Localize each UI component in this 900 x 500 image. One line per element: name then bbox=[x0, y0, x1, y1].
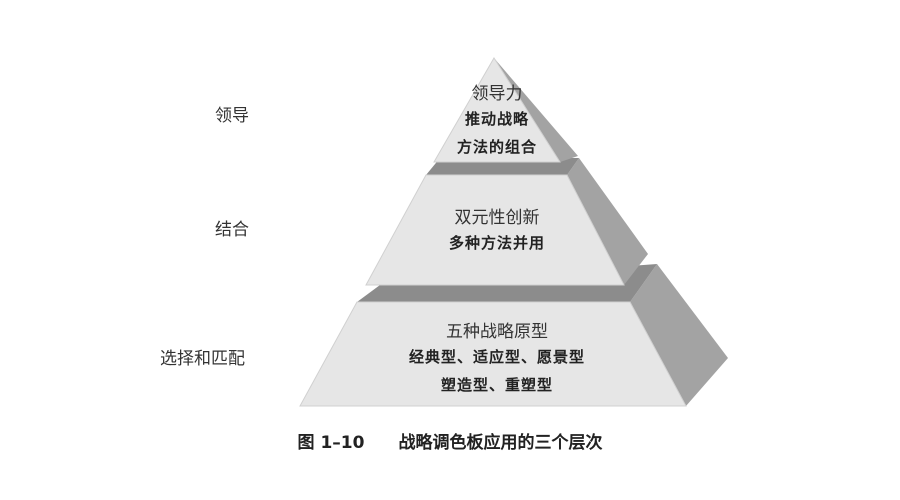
tier-2-side bbox=[567, 158, 648, 285]
side-label-combination: 结合 bbox=[215, 220, 249, 240]
tier-3-front bbox=[299, 301, 687, 407]
tier-1-line-1: 推动战略 bbox=[464, 110, 529, 128]
figure-number: 图 1–10 bbox=[297, 433, 365, 453]
figure-caption: 图 1–10 战略调色板应用的三个层次 bbox=[0, 428, 900, 453]
tier-2-title: 双元性创新 bbox=[454, 208, 540, 228]
side-label-selection-matching: 选择和匹配 bbox=[160, 349, 245, 369]
tier-1-front bbox=[433, 57, 561, 163]
tier-1-title: 领导力 bbox=[471, 84, 523, 104]
figure-caption-text: 战略调色板应用的三个层次 bbox=[398, 433, 603, 453]
tier-1-side bbox=[494, 58, 578, 162]
tier-2-front bbox=[365, 174, 625, 286]
tier-1-line-2: 方法的组合 bbox=[456, 138, 537, 156]
tier-3-line-1: 经典型、适应型、愿景型 bbox=[408, 348, 585, 366]
tier-3-side bbox=[630, 264, 728, 406]
side-label-leadership: 领导 bbox=[215, 106, 249, 126]
tier-2-line-1: 多种方法并用 bbox=[448, 234, 545, 252]
tier-3-title: 五种战略原型 bbox=[446, 322, 548, 342]
tier-3-line-2: 塑造型、重塑型 bbox=[440, 376, 553, 394]
